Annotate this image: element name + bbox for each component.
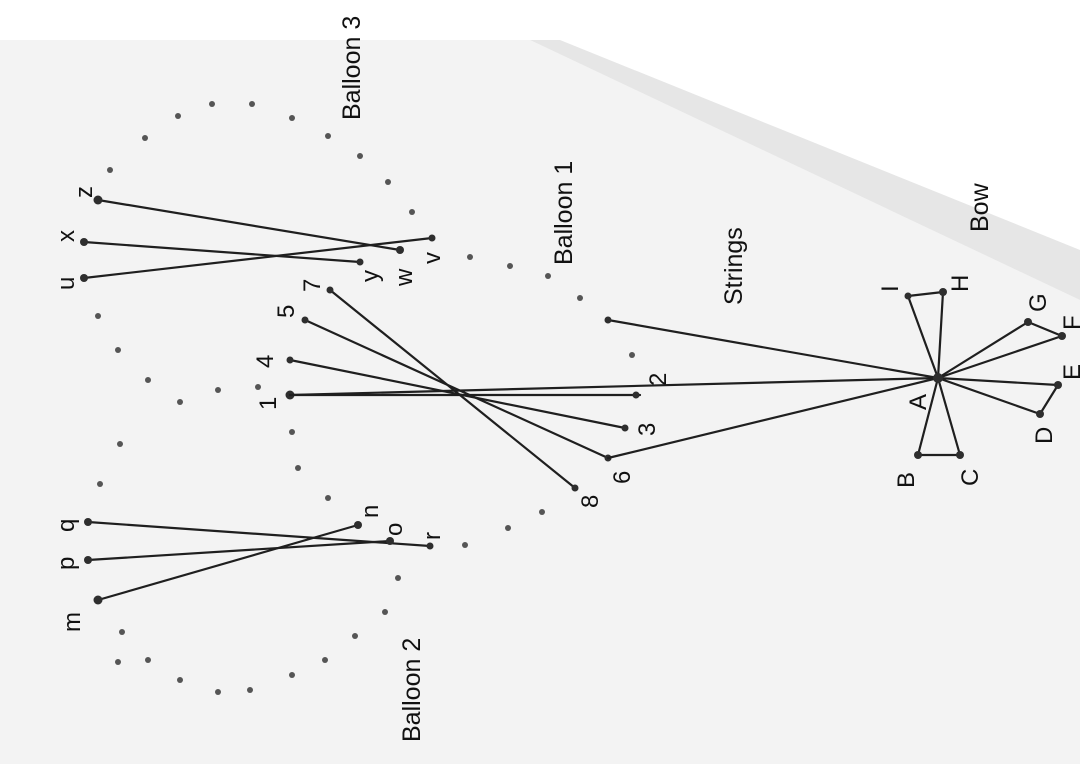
label-F: F <box>1059 315 1080 330</box>
point-y <box>356 258 364 266</box>
label-H: H <box>947 275 974 292</box>
balloon-3-title: Balloon 3 <box>338 16 366 120</box>
point-D <box>1036 410 1044 418</box>
point-C <box>956 451 964 459</box>
balloon-2-lines <box>86 520 432 602</box>
label-2: 2 <box>645 373 672 386</box>
point-H <box>939 288 947 296</box>
label-A: A <box>905 394 932 410</box>
point-o <box>386 537 394 545</box>
point-n <box>354 521 362 529</box>
point-u <box>80 274 88 282</box>
point-G <box>1024 318 1032 326</box>
balloon-2-outline-dots <box>97 441 401 695</box>
point-2 <box>632 391 640 399</box>
balloon-2-labels: m n o p q r <box>53 505 446 632</box>
balloon-2-points <box>84 518 434 605</box>
bow: A B C D E F G H I Bow <box>877 182 1080 488</box>
paper-shadow <box>530 40 1080 300</box>
point-5 <box>301 316 309 324</box>
label-I: I <box>877 285 904 292</box>
point-w <box>396 246 404 254</box>
bow-labels: A B C D E F G H I <box>877 275 1080 488</box>
point-B <box>914 451 922 459</box>
balloon-2-title: Balloon 2 <box>398 638 426 742</box>
label-v: v <box>419 252 446 264</box>
bow-lines <box>906 290 1064 457</box>
point-r <box>426 542 434 550</box>
point-F <box>1058 332 1066 340</box>
balloon-3-lines <box>82 198 434 280</box>
label-E: E <box>1059 364 1080 380</box>
balloon-3-labels: u v w x y z <box>53 186 446 290</box>
balloon-1: 1 2 3 4 5 6 7 8 Balloon 1 <box>95 161 672 548</box>
balloon-1-outline-dots <box>95 254 635 548</box>
balloon-3: u v w x y z Balloon 3 <box>53 16 446 290</box>
label-7: 7 <box>299 279 326 292</box>
label-4: 4 <box>252 355 279 368</box>
label-6: 6 <box>609 471 636 484</box>
paper <box>0 40 1080 764</box>
label-u: u <box>53 277 80 290</box>
point-q <box>84 518 92 526</box>
point-E <box>1054 381 1062 389</box>
point-p <box>84 556 92 564</box>
strings-title: Strings <box>720 227 748 305</box>
balloon-3-points <box>80 195 436 282</box>
label-G: G <box>1025 293 1052 312</box>
point-m <box>93 595 103 605</box>
bow-title: Bow <box>966 182 994 232</box>
balloon-1-labels: 1 2 3 4 5 6 7 8 <box>252 279 672 508</box>
label-y: y <box>357 270 384 282</box>
label-B: B <box>893 472 920 488</box>
bow-points <box>904 288 1066 459</box>
label-5: 5 <box>273 305 300 318</box>
label-r: r <box>419 532 446 540</box>
point-A <box>933 373 943 383</box>
label-C: C <box>957 469 984 486</box>
label-q: q <box>53 519 80 532</box>
label-3: 3 <box>634 423 661 436</box>
label-D: D <box>1031 427 1058 444</box>
label-n: n <box>357 505 384 518</box>
label-1: 1 <box>255 397 282 410</box>
strings: Strings <box>288 227 940 460</box>
string-top-point <box>604 316 612 324</box>
balloon-1-title: Balloon 1 <box>550 161 578 265</box>
label-x: x <box>53 230 80 242</box>
label-z: z <box>71 186 98 198</box>
balloon-1-lines <box>288 288 642 490</box>
balloon-1-points <box>285 286 640 492</box>
label-m: m <box>59 612 86 632</box>
label-8: 8 <box>577 495 604 508</box>
point-8 <box>571 484 579 492</box>
point-I <box>904 292 912 300</box>
balloon-3-outline-dots <box>107 101 415 215</box>
label-o: o <box>381 523 408 536</box>
point-7 <box>326 286 334 294</box>
point-v <box>428 234 436 242</box>
point-4 <box>286 356 294 364</box>
label-p: p <box>53 557 80 570</box>
point-z <box>93 195 103 205</box>
point-3 <box>621 424 629 432</box>
balloon-2: m n o p q r Balloon 2 <box>53 441 446 742</box>
label-w: w <box>391 268 418 287</box>
point-x <box>80 238 88 246</box>
